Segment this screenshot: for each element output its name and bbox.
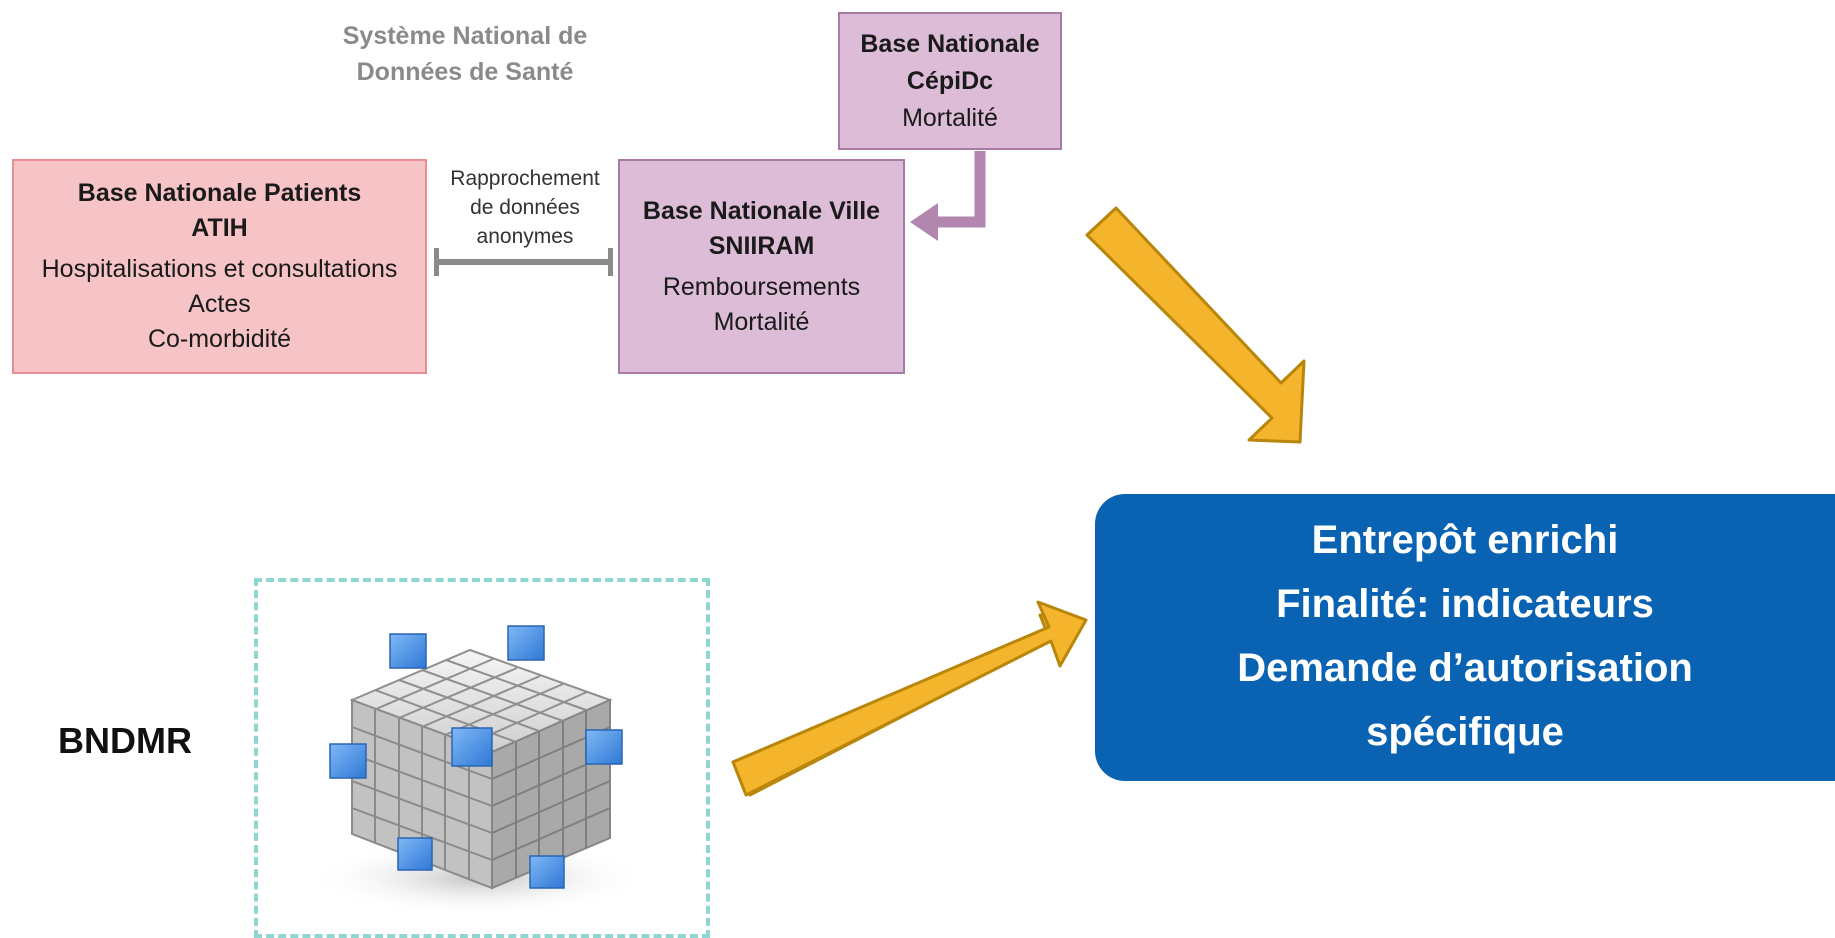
- base-ville-title-1: Base Nationale Ville: [642, 196, 881, 225]
- base-patients-box: Base Nationale Patients ATIH Hospitalisa…: [12, 159, 427, 374]
- base-ville-box: Base Nationale Ville SNIIRAM Rembourseme…: [618, 159, 905, 374]
- bndmr-label: BNDMR: [58, 720, 192, 761]
- rapprochement-connector: [434, 248, 613, 276]
- snds-title: Système National de Données de Santé: [300, 18, 630, 90]
- snds-title-line-2: Données de Santé: [356, 58, 574, 86]
- base-patients-item: Actes: [188, 290, 251, 318]
- base-patients-title-1: Base Nationale Patients: [77, 179, 362, 207]
- base-ville-title-2: SNIIRAM: [708, 231, 815, 260]
- cepidc-connector-arrow-icon: [910, 151, 986, 241]
- rapprochement-line: de données: [470, 196, 580, 219]
- base-patients-item: Hospitalisations et consultations: [41, 255, 398, 283]
- data-cube-icon: [308, 625, 648, 916]
- rapprochement-label: Rapprochement de données anonymes: [430, 164, 620, 251]
- base-cepidc-title-1: Base Nationale: [860, 29, 1040, 58]
- rapprochement-line: Rapprochement: [450, 167, 600, 190]
- rapprochement-line: anonymes: [476, 225, 574, 248]
- entrepot-line-4: spécifique: [1366, 710, 1564, 754]
- gold-arrow-down-icon: [1085, 206, 1306, 444]
- diagram-graphics: [308, 151, 1306, 916]
- snds-title-line-1: Système National de: [342, 22, 588, 50]
- base-cepidc-title-2: CépiDc: [906, 66, 994, 95]
- base-patients-title-2: ATIH: [191, 214, 248, 242]
- gold-arrow-up-icon: [731, 600, 1088, 797]
- entrepot-line-1: Entrepôt enrichi: [1311, 518, 1619, 562]
- base-patients-item: Co-morbidité: [147, 325, 292, 353]
- base-ville-item: Mortalité: [713, 307, 810, 336]
- base-ville-item: Remboursements: [662, 272, 861, 301]
- base-cepidc-box: Base Nationale CépiDc Mortalité: [838, 12, 1062, 150]
- entrepot-box: Entrepôt enrichi Finalité: indicateurs D…: [1095, 494, 1835, 781]
- entrepot-line-2: Finalité: indicateurs: [1276, 582, 1654, 626]
- base-cepidc-item: Mortalité: [902, 103, 998, 132]
- blue-cube-icon: [329, 625, 623, 889]
- entrepot-line-3: Demande d’autorisation: [1237, 646, 1693, 690]
